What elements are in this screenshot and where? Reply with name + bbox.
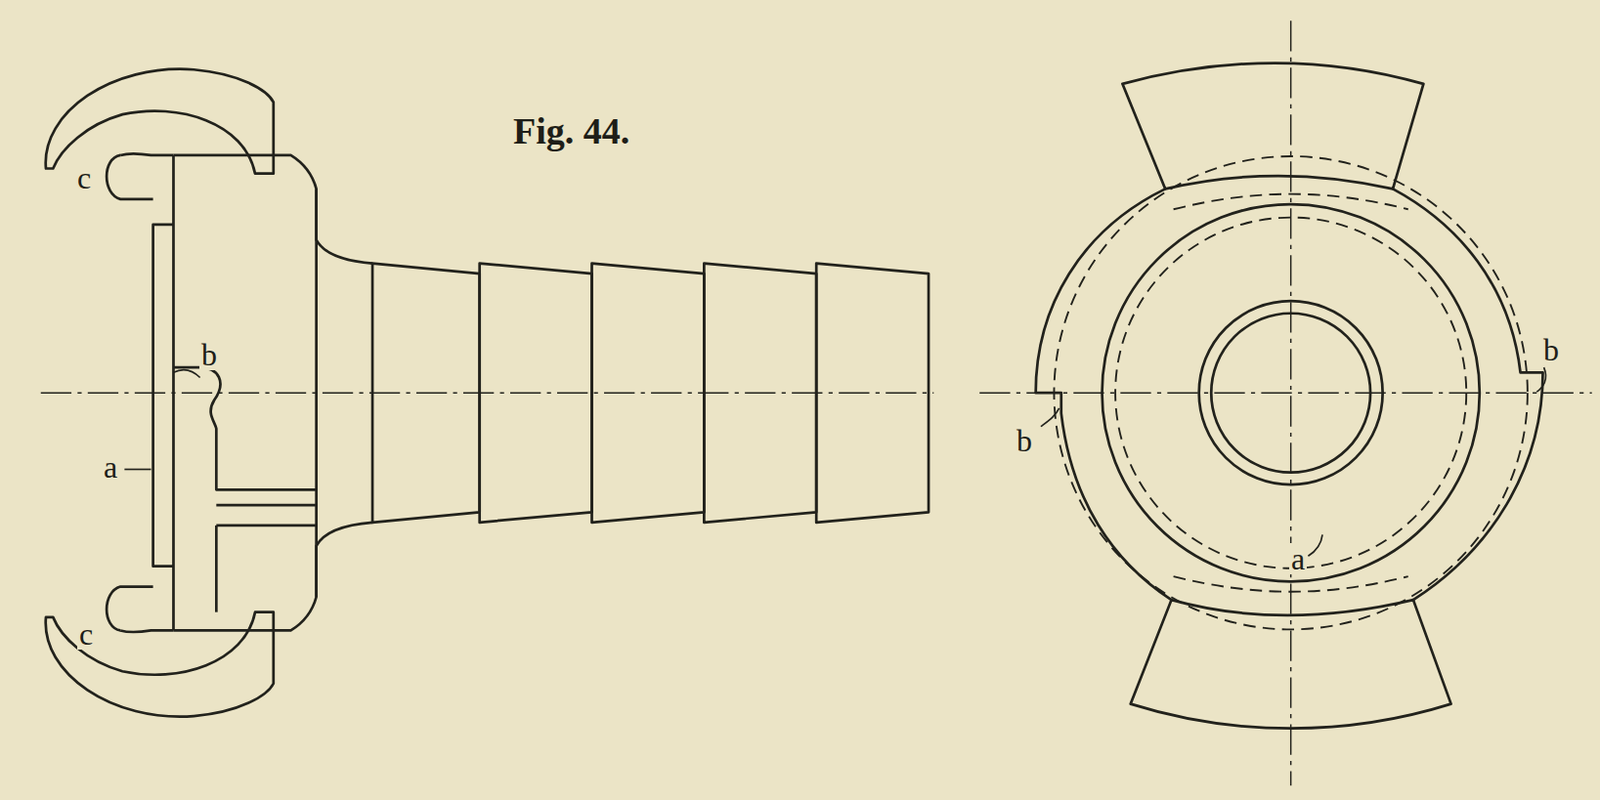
part-letter: c (75, 162, 93, 194)
figure-title: Fig. 44. (511, 112, 632, 150)
part-letter: b (1541, 334, 1561, 366)
part-letter: c (77, 618, 95, 650)
part-letter: a (101, 451, 120, 483)
part-letter: b (199, 339, 219, 371)
part-letter: a (1289, 543, 1307, 575)
part-letter: b (1014, 425, 1035, 457)
